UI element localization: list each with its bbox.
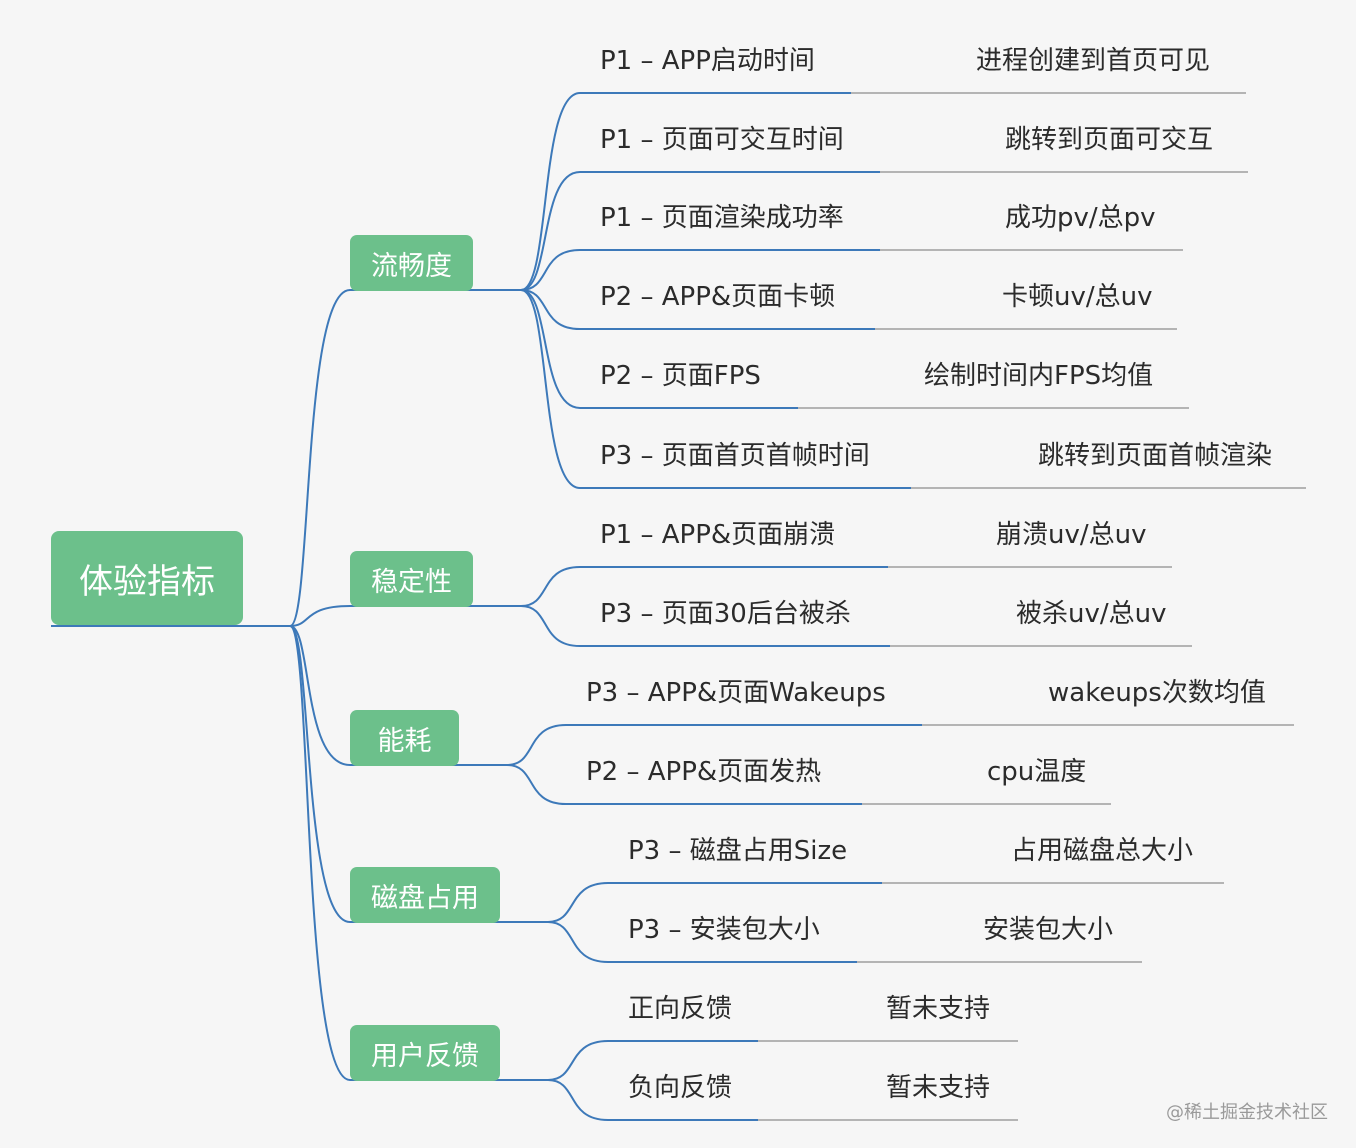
leaf-metric-name: P3 – 磁盘占用Size <box>628 836 848 866</box>
root-to-category-connector <box>289 625 351 923</box>
category-node: 能耗 <box>350 710 459 766</box>
leaf-metric-description: 进程创建到首页可见 <box>976 46 1211 76</box>
leaf-metric-name: P1 – APP启动时间 <box>600 46 815 76</box>
category-to-leaf-connector <box>547 882 609 923</box>
leaf-metric-name: P3 – APP&页面Wakeups <box>586 678 886 708</box>
leaf-metric-name: P3 – 安装包大小 <box>628 915 820 945</box>
leaf-metric-description: 卡顿uv/总uv <box>1002 282 1153 312</box>
category-to-leaf-connector <box>547 1079 609 1121</box>
root-to-category-connector <box>289 605 351 627</box>
leaf-metric-description: 绘制时间内FPS均值 <box>924 361 1154 391</box>
category-node: 流畅度 <box>350 235 473 291</box>
category-label: 用户反馈 <box>371 1040 479 1072</box>
leaf-metric-description: 跳转到页面可交互 <box>1005 125 1214 155</box>
leaf-metric-name: P1 – APP&页面崩溃 <box>600 520 836 550</box>
root-to-category-connector <box>289 625 351 766</box>
leaf-metric-description: 被杀uv/总uv <box>1016 599 1167 629</box>
category-label: 稳定性 <box>371 566 452 598</box>
root-node-label: 体验指标 <box>79 561 215 602</box>
leaf-metric-description: 安装包大小 <box>983 915 1114 945</box>
leaf-metric-description: 成功pv/总pv <box>1005 203 1156 233</box>
leaf-metric-name: 负向反馈 <box>628 1073 733 1103</box>
leaf-metric-description: 占用磁盘总大小 <box>1011 836 1194 866</box>
category-label: 磁盘占用 <box>371 882 479 914</box>
category-to-leaf-connector <box>520 249 581 291</box>
category-to-leaf-connector <box>520 289 581 489</box>
leaf-metric-description: wakeups次数均值 <box>1048 678 1266 708</box>
leaf-metric-name: P1 – 页面渲染成功率 <box>600 203 844 233</box>
category-to-leaf-connector <box>506 724 567 766</box>
category-node: 磁盘占用 <box>350 867 500 923</box>
leaf-metric-name: P2 – 页面FPS <box>600 361 761 391</box>
leaf-metric-description: cpu温度 <box>987 757 1087 787</box>
category-node: 用户反馈 <box>350 1025 500 1081</box>
category-to-leaf-connector <box>520 605 581 647</box>
category-to-leaf-connector <box>520 289 581 409</box>
leaf-metric-name: 正向反馈 <box>628 994 733 1024</box>
category-label: 流畅度 <box>371 250 452 282</box>
leaf-metric-name: P3 – 页面30后台被杀 <box>600 599 851 629</box>
category-to-leaf-connector <box>520 171 581 291</box>
leaf-metric-description: 崩溃uv/总uv <box>996 520 1147 550</box>
category-label: 能耗 <box>377 725 432 757</box>
category-to-leaf-connector <box>520 289 581 330</box>
category-to-leaf-connector <box>506 764 567 805</box>
leaf-metric-name: P2 – APP&页面卡顿 <box>600 282 836 312</box>
leaf-metric-description: 暂未支持 <box>886 994 991 1024</box>
leaf-metric-name: P2 – APP&页面发热 <box>586 757 822 787</box>
watermark: @稀土掘金技术社区 <box>1166 1102 1328 1123</box>
category-node: 稳定性 <box>350 551 473 607</box>
leaf-metric-name: P3 – 页面首页首帧时间 <box>600 441 870 471</box>
leaf-metric-name: P1 – 页面可交互时间 <box>600 125 844 155</box>
category-to-leaf-connector <box>520 92 581 291</box>
leaf-metric-description: 暂未支持 <box>886 1073 991 1103</box>
root-node-experience-metrics: 体验指标 <box>51 531 243 625</box>
category-to-leaf-connector <box>520 566 581 607</box>
leaf-metric-description: 跳转到页面首帧渲染 <box>1038 441 1273 471</box>
root-to-category-connector <box>289 289 351 627</box>
category-to-leaf-connector <box>547 921 609 963</box>
root-to-category-connector <box>289 625 351 1081</box>
category-to-leaf-connector <box>547 1040 609 1081</box>
